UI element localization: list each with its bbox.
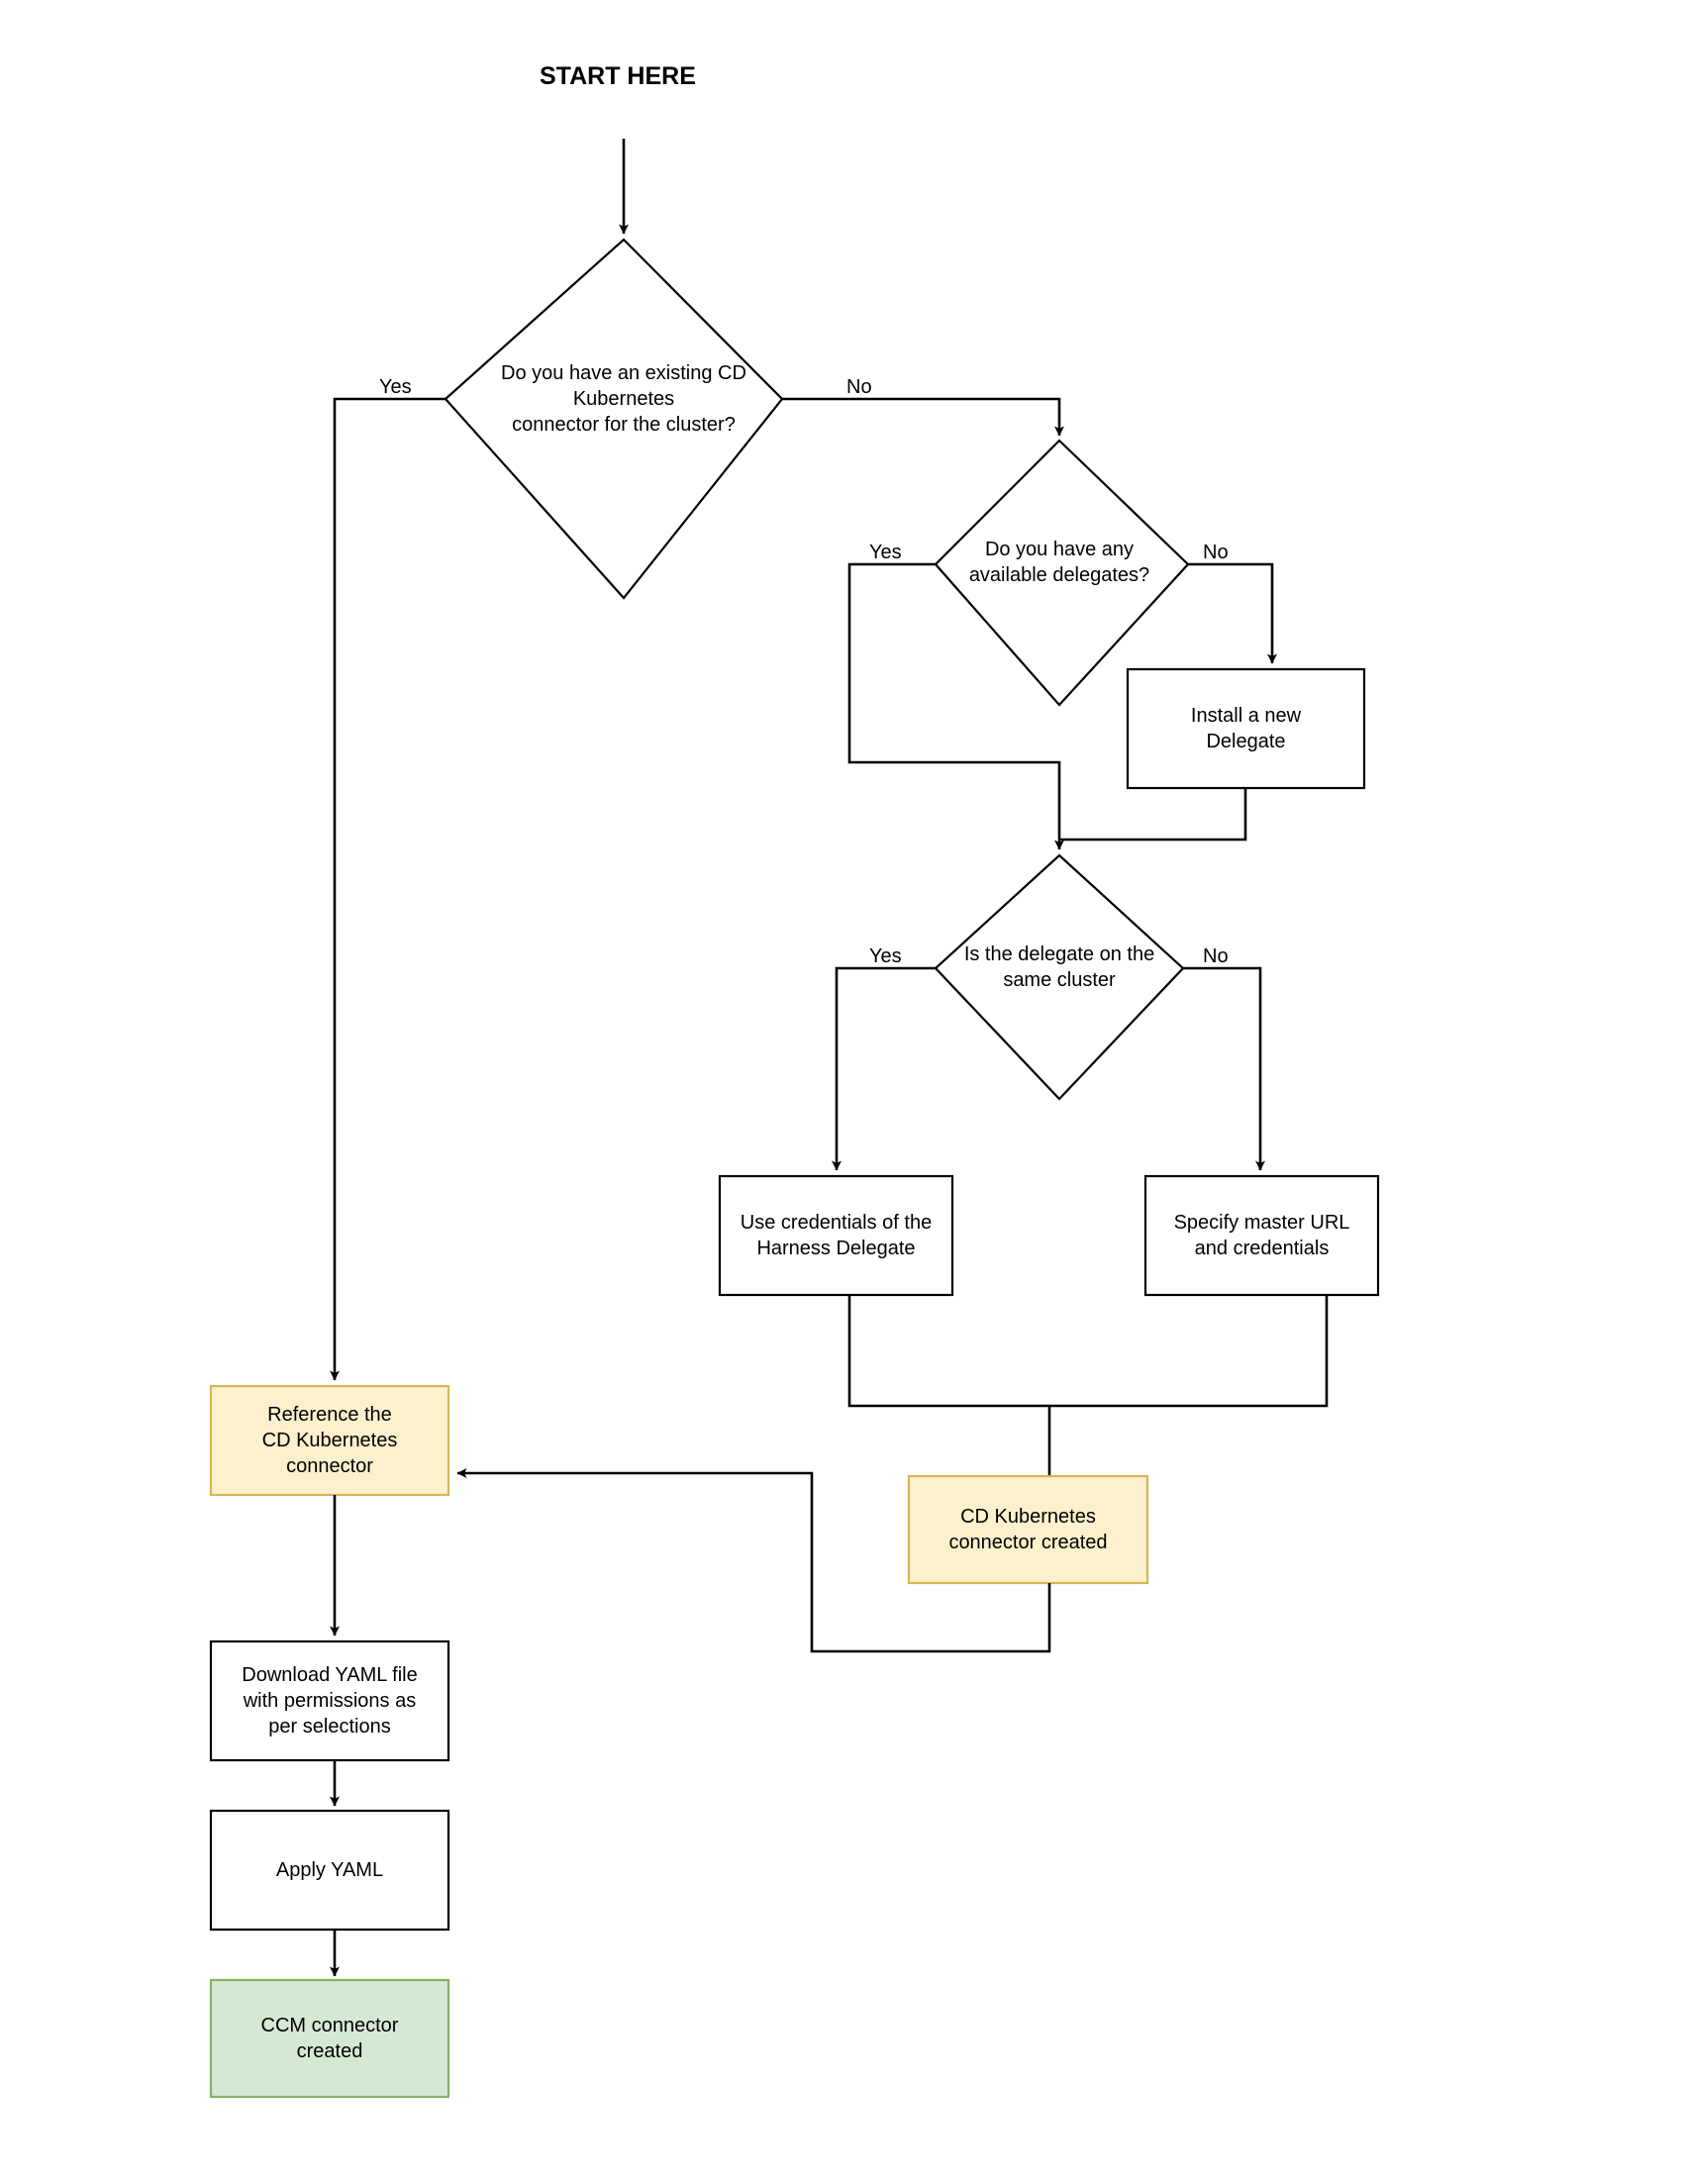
decision-q2[interactable] (934, 439, 1190, 707)
edge-label-q2-no: No (1203, 542, 1229, 563)
process-specify-master-url[interactable] (1143, 1174, 1380, 1297)
edge-q3-no (1183, 966, 1265, 1171)
edge-label-q3-no: No (1203, 945, 1229, 967)
edge-q2-no (1188, 562, 1277, 664)
edge-q1-yes (330, 397, 446, 1381)
edge-q2-yes (847, 562, 1064, 850)
process-use-credentials[interactable] (718, 1174, 954, 1297)
edge-cd-created-to-reference (456, 1468, 1051, 1653)
edge-label-q3-yes: Yes (869, 945, 902, 967)
start-here-label: START HERE (540, 62, 696, 90)
edge-label-q1-no: No (846, 376, 872, 398)
edge-label-q2-yes: Yes (869, 542, 902, 563)
edge-creds-merge-bar (847, 1295, 1329, 1408)
decision-q1[interactable] (444, 238, 784, 600)
edge-label-q1-yes: Yes (379, 376, 412, 398)
highlight-cd-connector-created[interactable] (907, 1474, 1149, 1585)
decision-q3[interactable] (934, 853, 1185, 1101)
process-install-delegate[interactable] (1126, 667, 1366, 790)
success-ccm-connector-created[interactable] (209, 1978, 450, 2099)
edge-q1-no (782, 397, 1064, 437)
highlight-reference-cd-connector[interactable] (209, 1384, 450, 1497)
edge-q3-yes (832, 966, 936, 1171)
edge-install-delegate-merge (1059, 788, 1247, 842)
process-apply-yaml[interactable] (209, 1809, 450, 1932)
process-download-yaml[interactable] (209, 1639, 450, 1762)
